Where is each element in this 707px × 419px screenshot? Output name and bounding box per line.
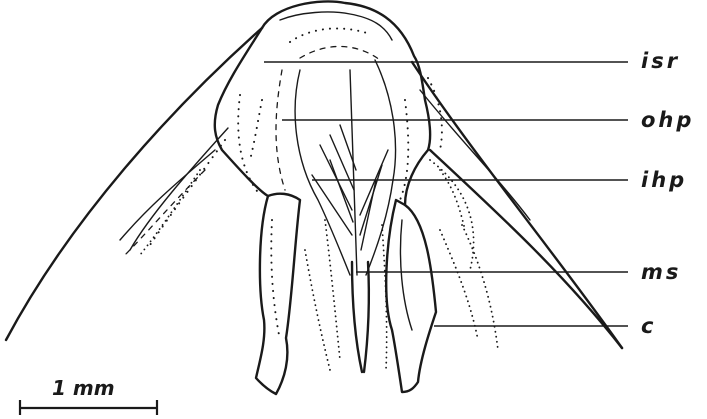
label-ihp: ihp xyxy=(641,168,687,192)
left-cardo xyxy=(256,194,300,394)
scale-bar: 1 mm xyxy=(20,376,157,415)
label-isr: isr xyxy=(641,49,680,73)
inner-sclerite xyxy=(250,28,380,190)
right-lateral-flap xyxy=(412,62,622,348)
outer-hypopharynx xyxy=(238,60,408,275)
lower-stippling xyxy=(140,170,465,370)
label-ms: ms xyxy=(641,260,681,284)
label-c: c xyxy=(641,314,656,338)
left-lateral-flap xyxy=(6,28,262,340)
label-ohp: ohp xyxy=(641,108,694,132)
scale-bar-label: 1 mm xyxy=(52,376,115,400)
head-capsule xyxy=(215,1,430,205)
right-cardo xyxy=(386,200,498,392)
